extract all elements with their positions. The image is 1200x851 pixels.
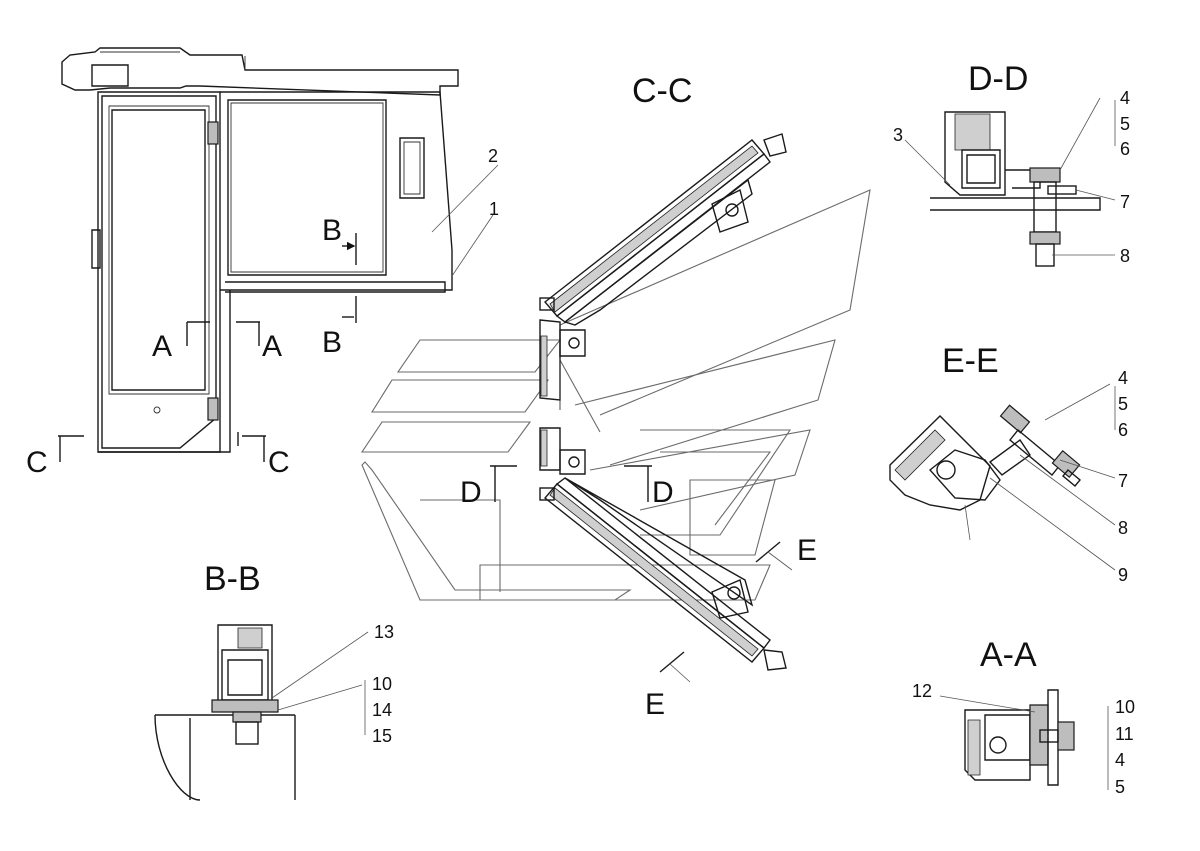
- section-mark-a-left: A: [152, 321, 210, 363]
- dd-callout-7: 7: [1120, 192, 1130, 212]
- ee-callout-9: 9: [1118, 565, 1128, 585]
- section-mark-a-right: A: [236, 321, 282, 363]
- section-b-b-view: [154, 624, 369, 801]
- aa-callout-12: 12: [912, 681, 932, 701]
- section-label-c-right: C: [268, 446, 290, 479]
- section-label-c-left: C: [26, 446, 48, 479]
- section-mark-e-lower: E: [645, 651, 691, 721]
- dd-callout-5: 5: [1120, 114, 1130, 134]
- cab-side-view: [61, 47, 499, 453]
- title-section-c-c: C-C: [632, 72, 692, 110]
- title-section-e-e: E-E: [942, 342, 999, 380]
- bb-callout-13: 13: [374, 622, 394, 642]
- section-label-d-right: D: [652, 476, 674, 509]
- section-d-d-view: [904, 97, 1116, 267]
- section-mark-d-left: D: [460, 465, 517, 509]
- dd-callout-8: 8: [1120, 246, 1130, 266]
- ee-callout-8: 8: [1118, 518, 1128, 538]
- section-mark-b-upper: B: [322, 214, 357, 265]
- section-label-e-upper: E: [797, 534, 817, 567]
- section-mark-c-right: C: [242, 435, 290, 479]
- section-label-b-upper: B: [322, 214, 342, 247]
- ee-callout-4: 4: [1118, 368, 1128, 388]
- aa-callout-5: 5: [1115, 777, 1125, 797]
- dd-callout-6: 6: [1120, 139, 1130, 159]
- section-label-b-lower: B: [322, 326, 342, 359]
- aa-callout-10: 10: [1115, 697, 1135, 717]
- title-section-d-d: D-D: [968, 60, 1028, 98]
- bb-callout-10: 10: [372, 674, 392, 694]
- dd-callout-3: 3: [893, 125, 903, 145]
- background-watermark: [360, 189, 871, 601]
- title-section-b-b: B-B: [204, 560, 261, 598]
- ee-callout-6: 6: [1118, 420, 1128, 440]
- section-mark-b-lower: B: [322, 296, 357, 359]
- aa-callout-11: 11: [1115, 724, 1134, 744]
- section-label-a-left: A: [152, 330, 172, 363]
- section-mark-e-upper: E: [755, 534, 817, 571]
- ee-callout-5: 5: [1118, 394, 1128, 414]
- ee-callout-7: 7: [1118, 471, 1128, 491]
- section-label-e-lower: E: [645, 688, 665, 721]
- title-section-a-a: A-A: [980, 636, 1037, 674]
- section-label-d-left: D: [460, 476, 482, 509]
- section-a-a-view: [939, 689, 1109, 790]
- callout-2: 2: [488, 146, 498, 166]
- bb-callout-15: 15: [372, 726, 392, 746]
- section-mark-d-right: D: [624, 465, 674, 509]
- section-e-e-view: [889, 383, 1116, 571]
- dd-callout-4: 4: [1120, 88, 1130, 108]
- aa-callout-4: 4: [1115, 750, 1125, 770]
- section-mark-c-left: C: [26, 435, 84, 479]
- bb-callout-14: 14: [372, 700, 392, 720]
- callout-1: 1: [489, 199, 499, 219]
- section-label-a-right: A: [262, 330, 282, 363]
- section-c-c-view: [539, 133, 787, 671]
